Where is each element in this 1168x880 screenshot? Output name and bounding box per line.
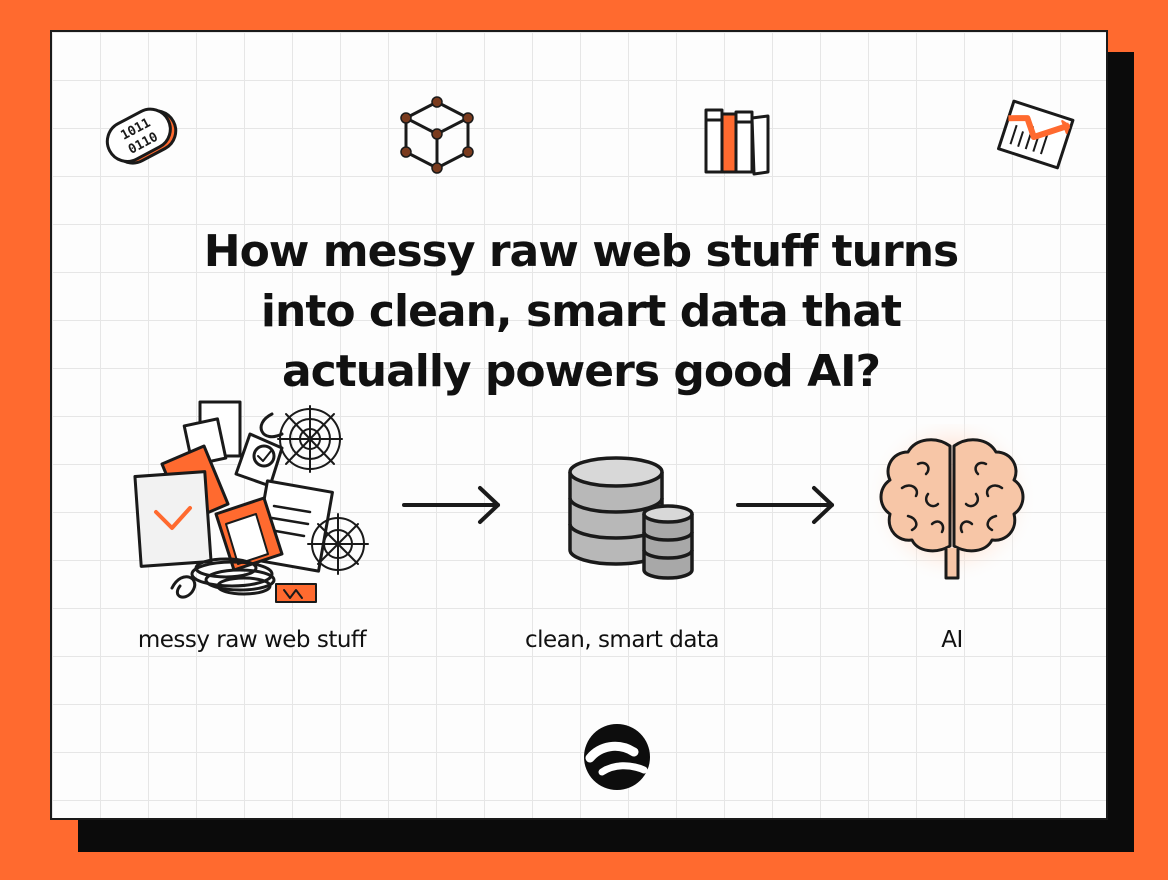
page-title: How messy raw web stuff turns into clean…: [112, 222, 1050, 402]
database-icon: [568, 456, 694, 580]
spider-web-icon: [277, 405, 343, 473]
arrow-right-icon-1: [402, 486, 500, 524]
label-messy-raw-web-stuff: messy raw web stuff: [137, 627, 367, 653]
title-line-2: into clean, smart data that: [260, 286, 902, 337]
books-icon: [704, 108, 770, 176]
trend-chart-icon: [997, 99, 1075, 170]
brain-icon: [866, 424, 1038, 588]
title-line-3: actually powers good AI?: [281, 346, 881, 397]
cube-icon: [400, 96, 474, 174]
messy-web-illustration: [133, 400, 369, 603]
label-ai: AI: [941, 627, 963, 653]
brand-logo-icon: [584, 724, 650, 790]
label-clean-smart-data: clean, smart data: [524, 627, 720, 653]
binary-icon: 1011 0110: [105, 107, 178, 165]
infographic-card: 1011 0110: [50, 30, 1108, 820]
arrow-right-icon-2: [736, 486, 834, 524]
title-line-1: How messy raw web stuff turns: [203, 226, 959, 277]
